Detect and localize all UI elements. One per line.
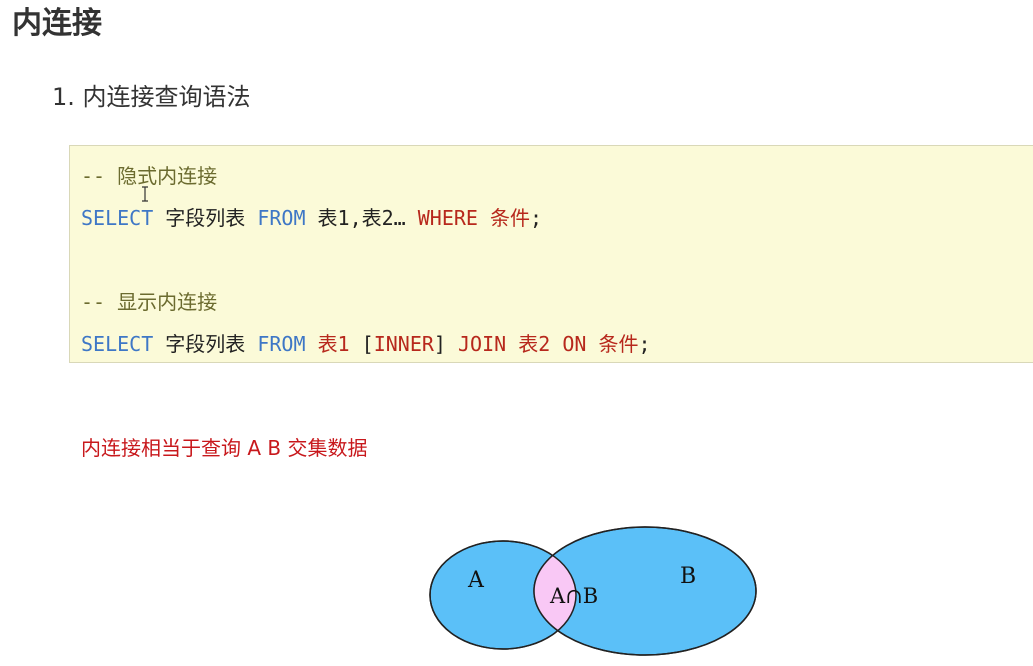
code-bracket-close: ] — [433, 332, 459, 356]
keyword-select: SELECT — [81, 206, 154, 230]
keyword-from: FROM — [257, 206, 306, 230]
code-line-explicit-join: SELECT 字段列表 FROM 表1 [INNER] JOIN 表2 ON 条… — [81, 331, 651, 357]
code-tables: 表1,表2… — [305, 206, 418, 230]
list-item-inner-join-syntax: 1. 内连接查询语法 — [52, 80, 251, 114]
code-line-implicit-join: SELECT 字段列表 FROM 表1,表2… WHERE 条件; — [81, 205, 542, 231]
code-semicolon: ; — [638, 332, 651, 356]
text-cursor-icon — [142, 186, 148, 202]
keyword-join: JOIN — [458, 332, 507, 356]
code-block[interactable]: -- 隐式内连接 SELECT 字段列表 FROM 表1,表2… WHERE 条… — [69, 145, 1033, 363]
code-table1: 表1 — [317, 332, 350, 356]
code-condition: 条件 — [490, 206, 531, 230]
keyword-select: SELECT — [81, 332, 154, 356]
code-space — [478, 206, 490, 230]
keyword-from: FROM — [257, 332, 306, 356]
page-heading: 内连接 — [12, 6, 102, 41]
list-title: 内连接查询语法 — [82, 83, 251, 111]
code-condition: 条件 — [598, 332, 639, 356]
inner-join-note: 内连接相当于查询 A B 交集数据 — [81, 436, 368, 460]
venn-label-a: A — [467, 568, 485, 593]
venn-diagram: A B A∩B — [429, 526, 757, 656]
keyword-inner: INNER — [373, 332, 434, 356]
keyword-where: WHERE — [417, 206, 478, 230]
code-comment-explicit: -- 显示内连接 — [81, 290, 218, 314]
code-fields: 字段列表 — [153, 206, 258, 230]
venn-label-intersection: A∩B — [549, 584, 598, 608]
code-bracket-open: [ — [349, 332, 374, 356]
code-comment-implicit: -- 隐式内连接 — [81, 164, 218, 188]
keyword-on: ON — [562, 332, 587, 356]
venn-label-b: B — [680, 564, 696, 589]
list-number: 1. — [52, 83, 75, 111]
code-table2: 表2 — [518, 332, 551, 356]
code-fields: 字段列表 — [153, 332, 258, 356]
code-semicolon: ; — [530, 206, 543, 230]
